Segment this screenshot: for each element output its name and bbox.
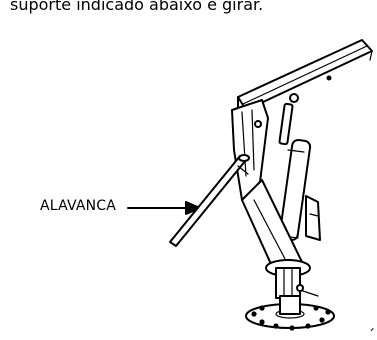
lever-handle [169,154,250,247]
bottom-mark: ´ [368,328,375,340]
lever-callout-label: ALAVANCA [40,198,117,214]
arrow-right-icon [127,201,201,215]
instruction-text: suporte indicado abaixo e girar. [10,0,264,14]
base-flange [245,295,335,331]
lower-column [241,179,321,285]
base-post [265,259,319,299]
column-bracket [231,99,269,201]
